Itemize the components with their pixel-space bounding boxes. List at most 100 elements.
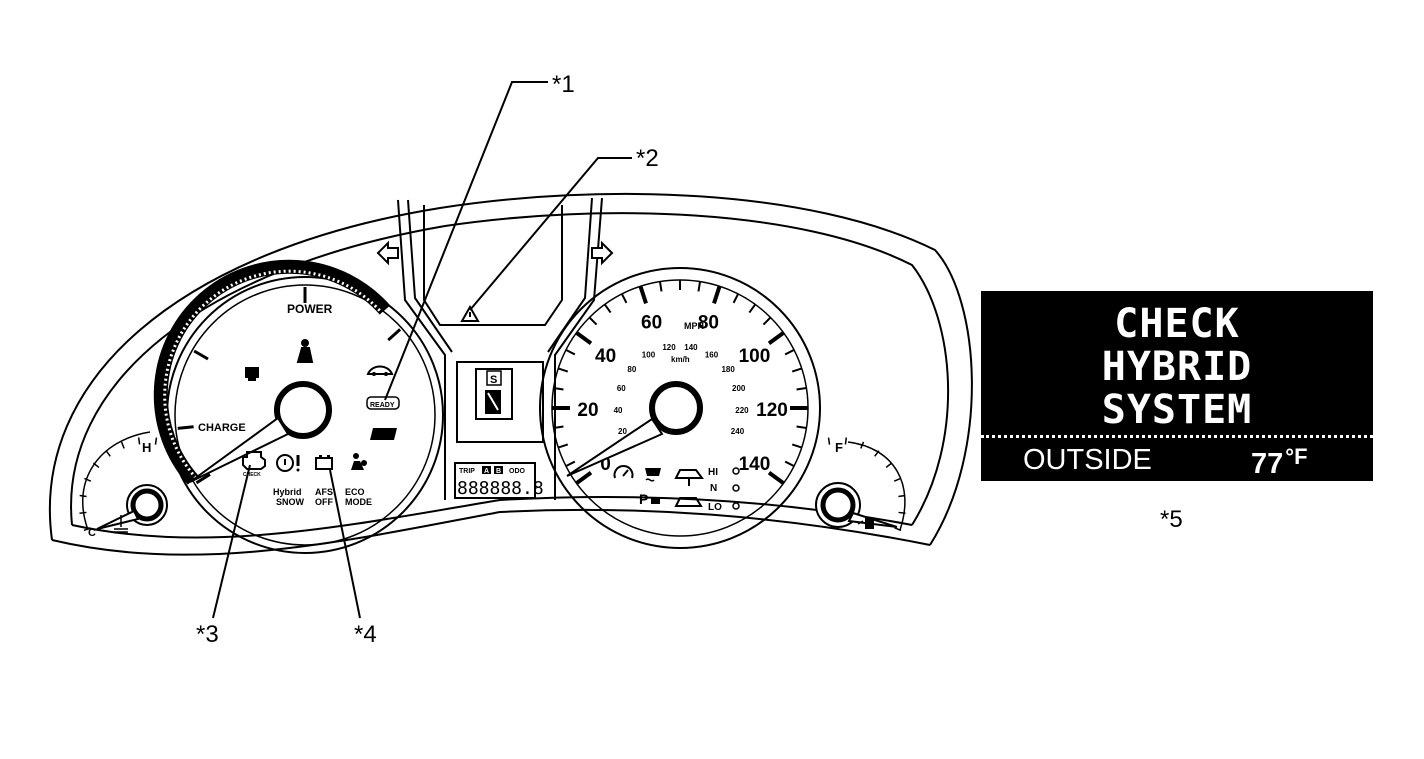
- shift-position-s: S: [490, 374, 497, 386]
- callout-1: *1: [552, 71, 575, 98]
- height-control-icon: [674, 469, 704, 486]
- fuel-full-label: F: [835, 440, 843, 455]
- power-meter-tick: [193, 349, 209, 361]
- height-n-label: N: [710, 483, 717, 494]
- fuel-gauge-tick: [893, 477, 901, 482]
- leader-line-2: [469, 157, 632, 311]
- parking-brake-icon: P: [639, 491, 660, 507]
- temp-gauge-tick: [137, 437, 141, 445]
- check-engine-label: CHECK: [243, 472, 261, 478]
- outside-temperature: 77°F: [1251, 444, 1308, 481]
- cluster-housing: [48, 192, 973, 556]
- left-turn-arrow-icon: [376, 240, 399, 266]
- fuel-gauge-tick: [898, 494, 906, 498]
- kmh-label: 20: [618, 427, 627, 436]
- callout-2: *2: [636, 145, 659, 172]
- temp-gauge-tick: [120, 441, 125, 449]
- odometer-display: [454, 462, 536, 499]
- kmh-label: 220: [735, 406, 749, 415]
- temperature-value: 77: [1251, 448, 1284, 480]
- charge-label: CHARGE: [198, 422, 246, 434]
- cruise-control-icon: [613, 465, 634, 479]
- kmh-label: 200: [732, 384, 746, 393]
- mph-unit-label: MPH: [684, 321, 704, 331]
- speedometer-tick: [748, 303, 757, 314]
- speedometer-tick: [620, 293, 628, 304]
- fuel-gauge-tick: [844, 437, 848, 445]
- afs-label: AFS: [315, 487, 333, 497]
- fuel-pump-icon: [857, 518, 874, 529]
- message-line-2: HYBRID: [1101, 344, 1253, 390]
- odometer-digits: 888888.8: [457, 478, 544, 499]
- mph-label: 100: [739, 346, 771, 367]
- leader-line-3: [212, 464, 251, 619]
- speedometer-tick: [553, 386, 564, 391]
- callout-4: *4: [354, 621, 377, 648]
- speedometer-tick: [784, 460, 795, 468]
- eco-label: ECO: [345, 487, 365, 497]
- leader-line-4: [329, 469, 361, 619]
- power-label: POWER: [287, 302, 333, 316]
- fuel-gauge-tick: [885, 462, 893, 469]
- speedometer-tick: [638, 285, 648, 305]
- shift-indicator: [475, 368, 513, 420]
- speedometer-tick: [784, 348, 795, 356]
- speedometer-tick: [732, 293, 740, 304]
- master-warning-icon: [460, 304, 480, 322]
- fuel-gauge-tick: [874, 450, 880, 457]
- speedometer-tick: [553, 425, 564, 430]
- high-beam-icon: [370, 428, 397, 440]
- display-divider: [981, 435, 1373, 438]
- slip-indicator-icon: [645, 468, 661, 482]
- power-meter-tick: [177, 425, 194, 430]
- mph-label: 80: [698, 313, 719, 334]
- speedometer-tick: [575, 331, 593, 345]
- mph-label: 0: [600, 454, 611, 475]
- ready-indicator: [366, 396, 400, 410]
- speedometer-tick: [796, 425, 807, 430]
- speedometer-tick: [712, 285, 722, 305]
- downhill-assist-icon: [674, 497, 703, 507]
- speedometer-tick: [557, 443, 569, 449]
- temp-gauge-tick: [84, 477, 92, 482]
- fuel-gauge-tick: [898, 511, 906, 515]
- trip-label: TRIP: [459, 468, 475, 475]
- speedometer-tick: [697, 281, 702, 292]
- parking-light-icon: [245, 367, 259, 381]
- speedometer-tick: [762, 316, 772, 326]
- svg-text:P: P: [639, 491, 648, 507]
- fuel-gauge-tick: [860, 441, 865, 449]
- kmh-label: 240: [731, 427, 745, 436]
- speedometer-tick: [565, 348, 576, 356]
- mph-label: 20: [577, 400, 598, 421]
- speedometer-tick: [791, 443, 803, 449]
- callout-5: *5: [1160, 506, 1183, 533]
- fuel-gauge-tick: [894, 527, 902, 532]
- kmh-label: 40: [614, 406, 623, 415]
- temp-gauge-needle: [96, 509, 140, 530]
- center-display: S TRIP A B ODO 888888.8: [454, 361, 544, 499]
- temp-gauge-tick: [83, 527, 91, 532]
- leader-line-1: [384, 81, 548, 401]
- temp-gauge-tick: [79, 511, 87, 515]
- power-meter-hub: [274, 381, 332, 439]
- temperature-unit: °F: [1285, 444, 1308, 469]
- fuel-gauge: F: [815, 437, 906, 532]
- message-line-3: SYSTEM: [1101, 387, 1253, 433]
- speedometer-tick: [565, 460, 576, 468]
- off-label: OFF: [315, 497, 333, 507]
- mode-label: MODE: [345, 497, 372, 507]
- temp-gauge-tick: [79, 494, 87, 498]
- speedometer-tick: [791, 367, 803, 373]
- kmh-label: 140: [684, 343, 698, 352]
- power-meter: POWER CHARGE READY CHECK: [153, 259, 444, 554]
- message-line-1: CHECK: [1114, 301, 1240, 347]
- speedometer-tick: [767, 471, 785, 485]
- speedometer-tick: [767, 331, 785, 345]
- speedometer-tick: [658, 281, 663, 292]
- odo-label: ODO: [509, 468, 526, 475]
- trip-b-label: B: [496, 468, 501, 475]
- callout-3: *3: [196, 621, 219, 648]
- check-engine-icon: CHECK: [242, 451, 266, 478]
